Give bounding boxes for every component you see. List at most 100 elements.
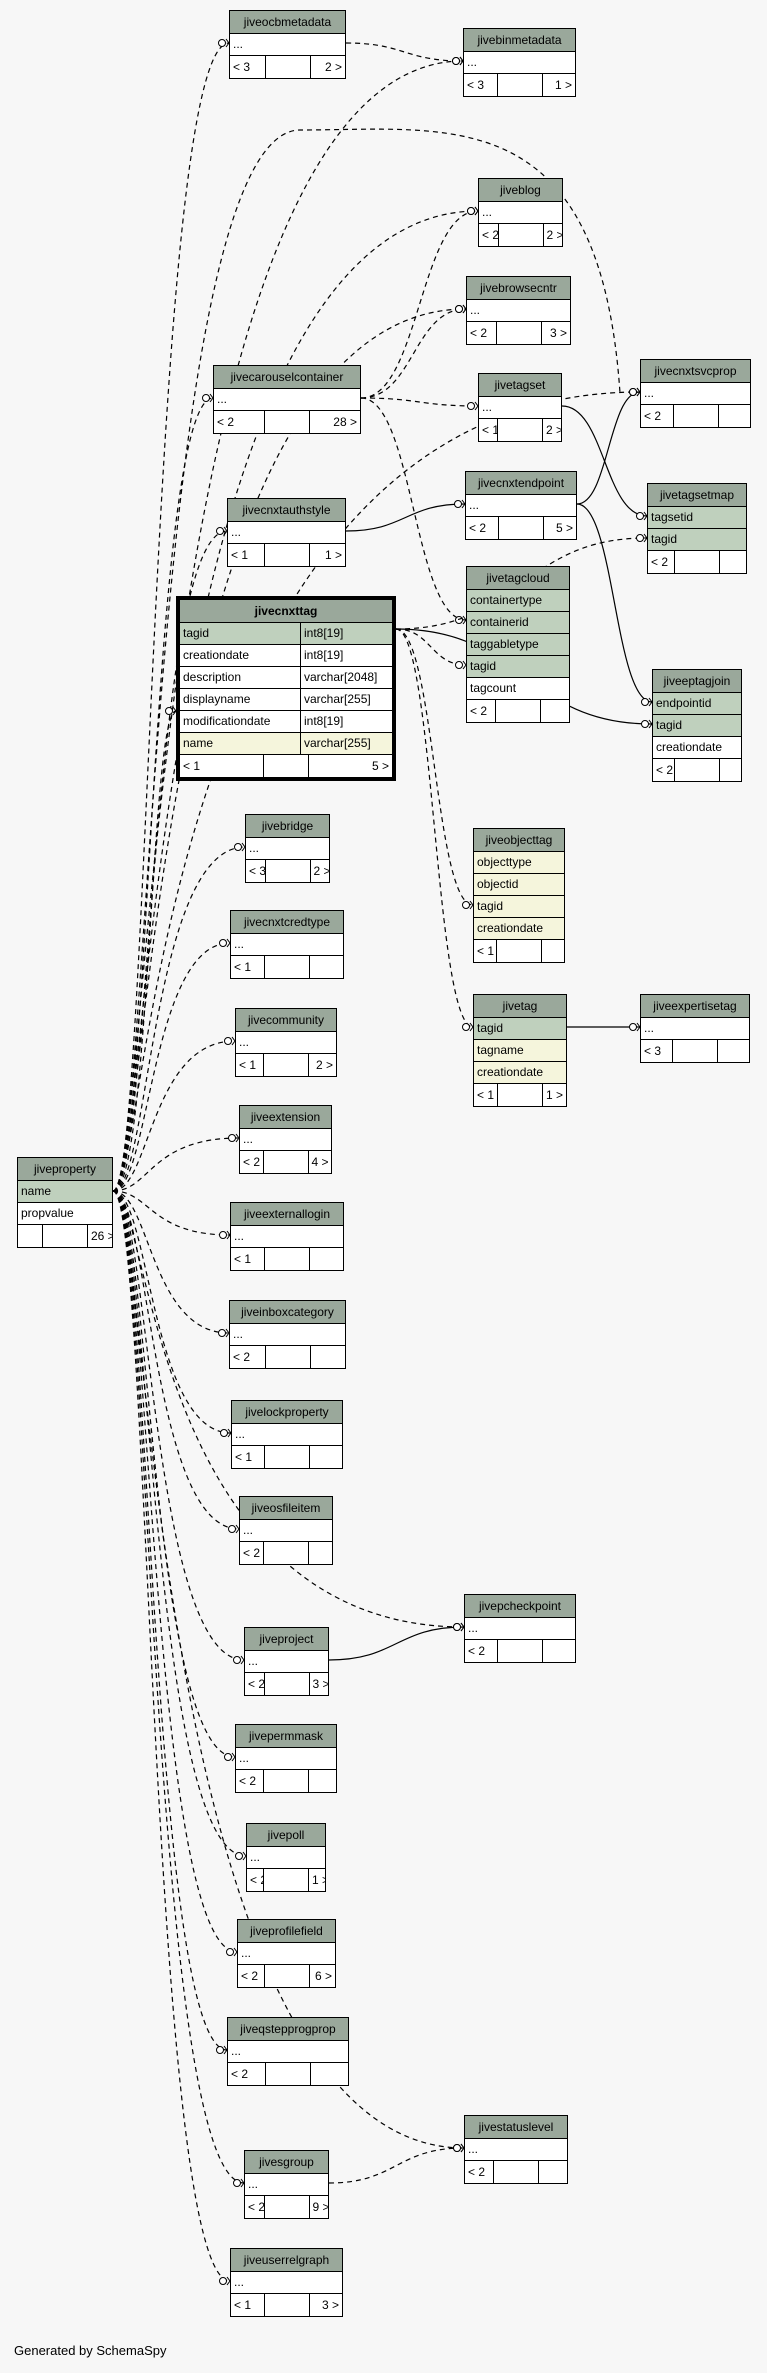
column-row: ... bbox=[230, 34, 345, 56]
column-row: tagcount bbox=[467, 678, 569, 700]
column-row: ... bbox=[231, 1226, 343, 1248]
table-jivepermmask[interactable]: jivepermmask...< 2 bbox=[235, 1724, 337, 1793]
column-row: ... bbox=[238, 1943, 335, 1965]
optional-many-marker bbox=[629, 388, 637, 396]
table-jivecnxtcredtype-title: jivecnxtcredtype bbox=[231, 911, 343, 934]
relationship-line bbox=[112, 1190, 231, 2282]
optional-many-marker bbox=[219, 2277, 227, 2285]
column-row: objectid bbox=[474, 874, 564, 896]
table-footer: < 3 bbox=[641, 1040, 749, 1062]
table-jivebridge-title: jivebridge bbox=[246, 815, 329, 838]
relationship-line bbox=[112, 1190, 465, 2149]
table-jiveqstepprogprop[interactable]: jiveqstepprogprop...< 2 bbox=[227, 2017, 349, 2086]
optional-many-marker bbox=[224, 1753, 232, 1761]
column-row: tagsetid bbox=[648, 507, 746, 529]
relationship-line bbox=[112, 1040, 236, 1192]
relationship-line bbox=[112, 391, 641, 1192]
table-footer: < 2 bbox=[465, 1640, 575, 1662]
table-jivepoll[interactable]: jivepoll...< 21 > bbox=[246, 1823, 326, 1892]
relationship-line bbox=[112, 710, 177, 1192]
table-jiveinboxcategory-title: jiveinboxcategory bbox=[230, 1301, 345, 1324]
table-footer: < 1 bbox=[232, 1446, 342, 1468]
table-jiveeptagjoin-title: jiveeptagjoin bbox=[653, 670, 741, 693]
column-row: propvalue bbox=[18, 1203, 112, 1225]
table-jiveexpertisetag-title: jiveexpertisetag bbox=[641, 995, 749, 1018]
optional-many-marker bbox=[454, 500, 462, 508]
table-jivecnxtcredtype[interactable]: jivecnxtcredtype...< 1 bbox=[230, 910, 344, 979]
column-row: ... bbox=[240, 1129, 331, 1151]
table-footer: < 2 bbox=[641, 405, 750, 427]
optional-many-marker bbox=[233, 1656, 241, 1664]
table-jiveprofilefield-title: jiveprofilefield bbox=[238, 1920, 335, 1943]
column-row: tagname bbox=[474, 1040, 566, 1062]
relationship-line bbox=[112, 942, 231, 1192]
relationship-line bbox=[112, 1190, 230, 1334]
table-jivelockproperty[interactable]: jivelockproperty...< 1 bbox=[231, 1400, 343, 1469]
relationship-line bbox=[112, 1190, 238, 1953]
table-jiveexternallogin[interactable]: jiveexternallogin...< 1 bbox=[230, 1202, 344, 1271]
table-jiveexternallogin-title: jiveexternallogin bbox=[231, 1203, 343, 1226]
relationship-line bbox=[112, 1190, 240, 1530]
table-jiveproject-title: jiveproject bbox=[245, 1628, 328, 1651]
optional-many-marker bbox=[641, 720, 649, 728]
table-jiveinboxcategory[interactable]: jiveinboxcategory...< 2 bbox=[229, 1300, 346, 1369]
table-jivestatuslevel[interactable]: jivestatuslevel...< 2 bbox=[464, 2115, 568, 2184]
optional-many-marker bbox=[216, 2046, 224, 2054]
table-jivecnxtauthstyle-title: jivecnxtauthstyle bbox=[228, 499, 345, 522]
optional-many-marker bbox=[219, 1231, 227, 1239]
table-jivestatuslevel-title: jivestatuslevel bbox=[465, 2116, 567, 2139]
column-row: ... bbox=[232, 1424, 342, 1446]
column-row: ... bbox=[465, 2139, 567, 2161]
relationship-line bbox=[395, 628, 474, 906]
table-jivepcheckpoint[interactable]: jivepcheckpoint...< 2 bbox=[464, 1594, 576, 1663]
table-jivecnxtsvcprop[interactable]: jivecnxtsvcprop...< 2 bbox=[640, 359, 751, 428]
optional-many-marker bbox=[636, 512, 644, 520]
relationship-line bbox=[112, 128, 621, 1192]
column-row: objecttype bbox=[474, 852, 564, 874]
relationship-line bbox=[395, 628, 467, 666]
optional-many-marker bbox=[235, 1852, 243, 1860]
table-jiveexpertisetag[interactable]: jiveexpertisetag...< 3 bbox=[640, 994, 750, 1063]
optional-many-marker bbox=[467, 402, 475, 410]
table-footer: < 2 bbox=[228, 2063, 348, 2085]
optional-many-marker bbox=[636, 534, 644, 542]
optional-many-marker bbox=[226, 1948, 234, 1956]
table-jiveosfileitem[interactable]: jiveosfileitem...< 2 bbox=[239, 1496, 333, 1565]
column-row: ... bbox=[246, 838, 329, 860]
column-row: ... bbox=[228, 522, 345, 544]
column-row: tagid bbox=[648, 529, 746, 551]
